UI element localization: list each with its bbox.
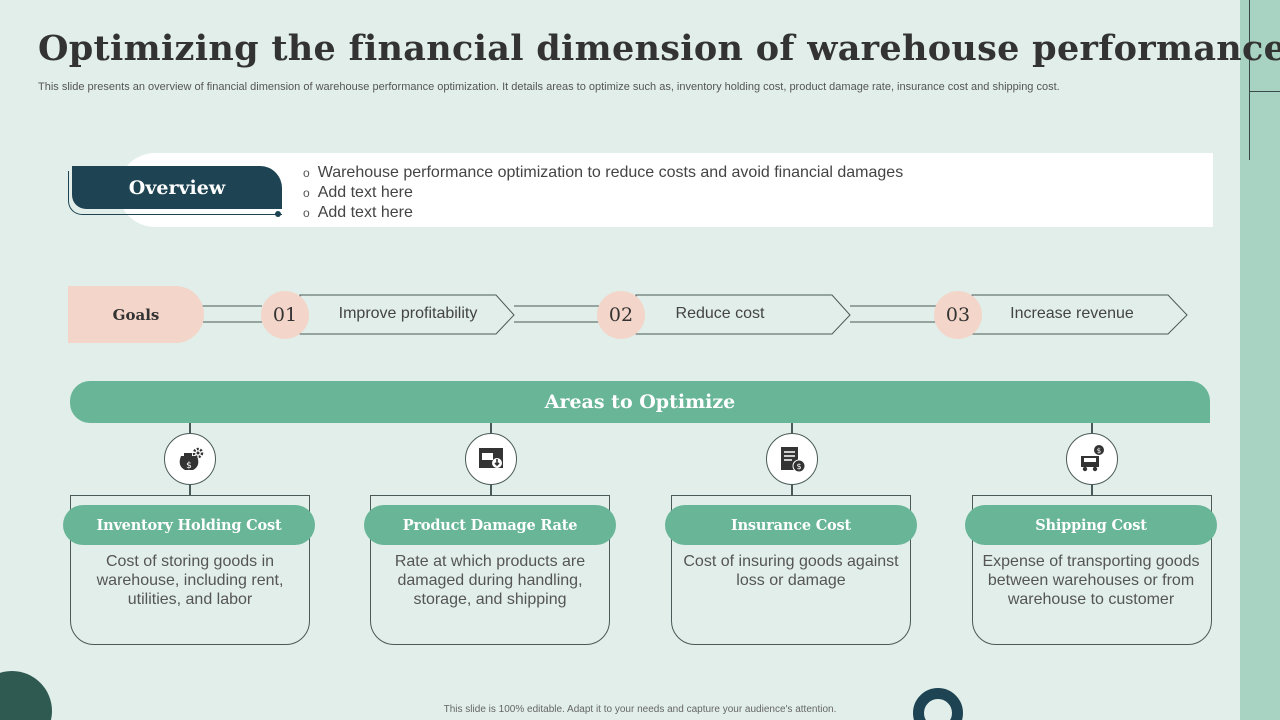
area-title-shipping: Shipping Cost	[965, 505, 1217, 545]
goal-label-3: Increase revenue	[1010, 305, 1134, 322]
footer-note: This slide is 100% editable. Adapt it to…	[443, 704, 837, 715]
connector-line	[189, 423, 191, 433]
decor-line-vertical	[1249, 0, 1250, 160]
overview-tab-outline	[68, 171, 282, 215]
goals-label: Goals	[68, 286, 204, 343]
connector-line	[490, 423, 492, 433]
connector-line	[1091, 485, 1093, 495]
area-desc-shipping: Expense of transporting goods between wa…	[982, 553, 1200, 608]
area-desc-inventory: Cost of storing goods in warehouse, incl…	[96, 553, 284, 608]
areas-banner: Areas to Optimize	[70, 381, 1210, 423]
money-bag-gear-icon: $	[164, 433, 216, 485]
bullet-icon: o	[303, 166, 310, 180]
bullet-icon: o	[303, 206, 310, 220]
area-title-insurance: Insurance Cost	[665, 505, 917, 545]
svg-text:$: $	[186, 461, 192, 471]
svg-text:$: $	[1097, 447, 1101, 455]
goal-label-1: Improve profitability	[338, 305, 478, 322]
goal-number-1: 01	[261, 291, 309, 339]
area-title-inventory: Inventory Holding Cost	[63, 505, 315, 545]
overview-dot	[275, 211, 281, 217]
goal-label-2: Reduce cost	[675, 305, 765, 322]
decor-ring	[913, 688, 963, 720]
connector-line	[189, 485, 191, 495]
bullet-icon: o	[303, 186, 310, 200]
goal-number-3: 03	[934, 291, 982, 339]
connector-line	[490, 485, 492, 495]
insurance-document-icon: $	[766, 433, 818, 485]
truck-dollar-icon: $	[1066, 433, 1118, 485]
right-decor-band	[1240, 0, 1280, 720]
overview-panel	[118, 153, 1213, 227]
decor-line-horizontal	[1249, 91, 1280, 92]
damaged-box-icon	[465, 433, 517, 485]
svg-text:$: $	[796, 462, 801, 471]
connector-line	[791, 485, 793, 495]
page-title: Optimizing the financial dimension of wa…	[38, 28, 1280, 69]
overview-label: Overview	[72, 166, 282, 209]
area-desc-insurance: Cost of insuring goods against loss or d…	[683, 553, 899, 589]
goal-number-2: 02	[597, 291, 645, 339]
connector-line	[791, 423, 793, 433]
area-desc-damage: Rate at which products are damaged durin…	[394, 553, 586, 608]
connector-line	[1091, 423, 1093, 433]
area-title-damage: Product Damage Rate	[364, 505, 616, 545]
page-subtitle: This slide presents an overview of finan…	[38, 81, 1060, 93]
